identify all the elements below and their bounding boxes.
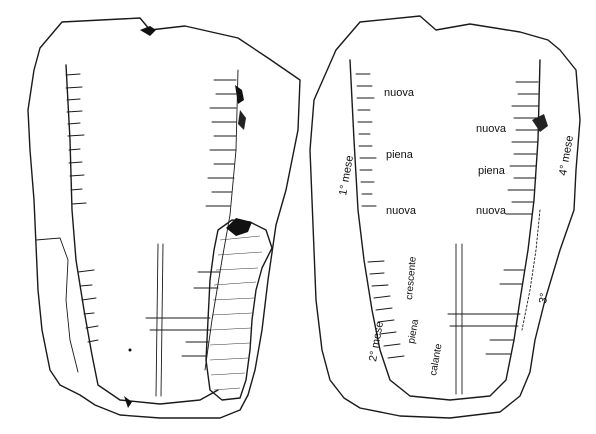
label-piena-2: piena xyxy=(406,318,421,344)
right-chip xyxy=(532,114,548,132)
label-nuova-2: nuova xyxy=(386,205,417,217)
left-fragment-outline xyxy=(28,18,300,418)
left-broken-hatching xyxy=(210,236,262,390)
left-chip-1 xyxy=(140,26,156,36)
label-2-mese: 2° mese xyxy=(367,321,386,363)
left-vertical-incision-1 xyxy=(156,244,158,396)
left-dot xyxy=(129,349,132,352)
left-vertical-incision-2 xyxy=(161,244,163,396)
label-nuova-right-2: nuova xyxy=(476,205,507,217)
left-bone-fragment xyxy=(28,18,300,418)
label-piena-right: piena xyxy=(478,165,506,177)
label-piena-1: piena xyxy=(386,149,414,161)
label-nuova-right-1: nuova xyxy=(476,123,507,135)
left-chip-2 xyxy=(235,85,244,104)
label-4-mese: 4° mese xyxy=(557,135,576,177)
label-nuova-1: nuova xyxy=(384,87,415,99)
left-chip-4 xyxy=(124,396,132,408)
label-3: 3° xyxy=(537,292,551,304)
right-bone-fragment: nuova piena nuova 1° mese crescente pien… xyxy=(310,16,580,418)
left-broken-area xyxy=(206,220,272,400)
label-calante: calante xyxy=(428,342,445,376)
label-crescente: crescente xyxy=(404,256,419,301)
left-step xyxy=(36,238,78,372)
label-1-mese: 1° mese xyxy=(337,155,356,197)
left-inner-groove xyxy=(66,65,218,404)
left-chip-3 xyxy=(238,110,246,130)
